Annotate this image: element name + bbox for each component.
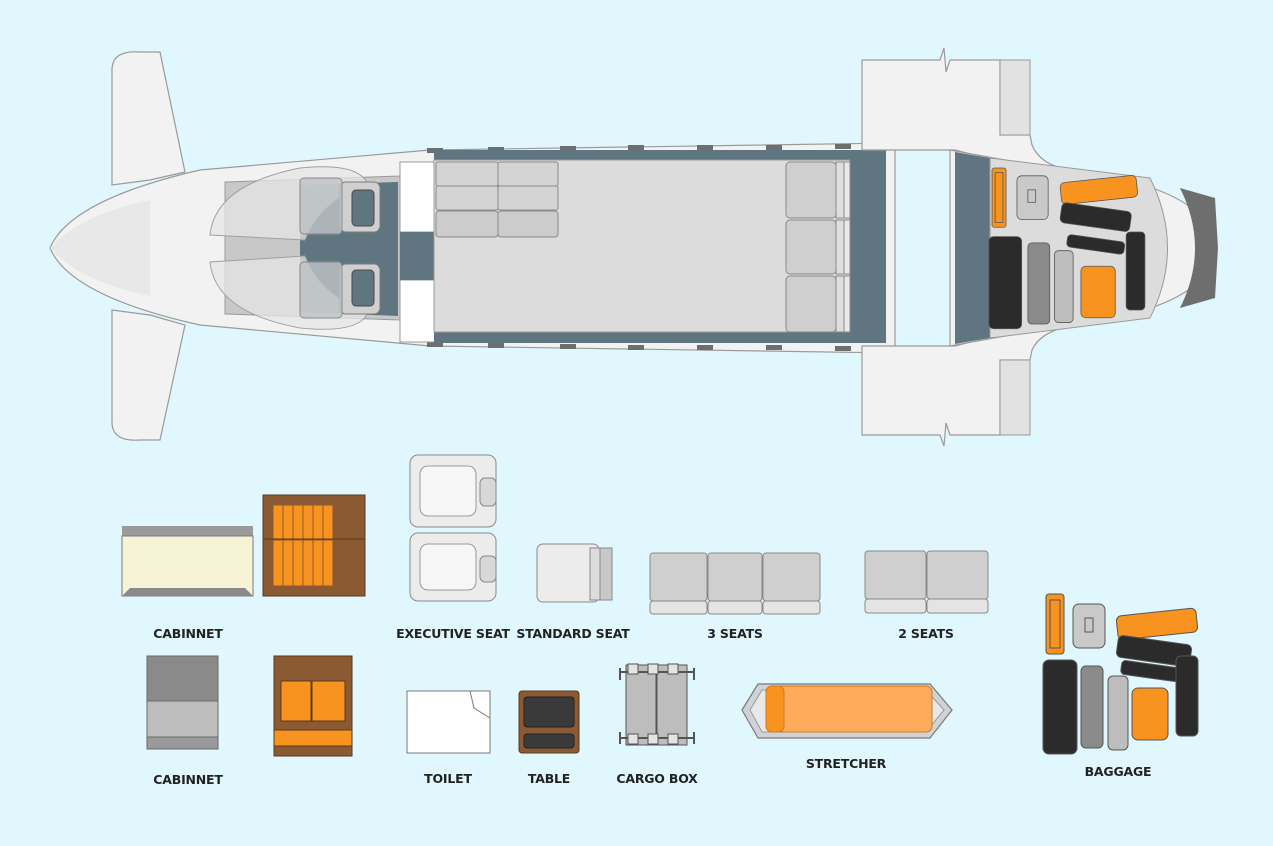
pilot-seat-1[interactable]: [299, 177, 381, 235]
nose-dark-panel: [1180, 188, 1218, 308]
label-cabinet-bottom: CABINNET: [153, 772, 223, 787]
toilet[interactable]: [406, 690, 491, 754]
tail-stabilizer-bottom: [111, 309, 186, 441]
tail-cone: [50, 200, 150, 296]
baggage-set[interactable]: [1042, 593, 1199, 755]
label-three-seats: 3 SEATS: [707, 626, 763, 641]
cabinet-cream[interactable]: [121, 526, 254, 597]
label-two-seats: 2 SEATS: [898, 626, 954, 641]
aileron-lower: [999, 359, 1031, 436]
label-executive-seat: EXECUTIVE SEAT: [396, 626, 510, 641]
two-seat-bench[interactable]: [864, 550, 989, 614]
cabinet-grey[interactable]: [146, 655, 219, 750]
cabin-cabinets[interactable]: [435, 161, 559, 238]
cabinet-wood-slats[interactable]: [262, 494, 366, 597]
baggage-in-aircraft[interactable]: [988, 167, 1146, 330]
label-cabinet-top: CABINNET: [153, 626, 223, 641]
standard-seat[interactable]: [536, 543, 613, 603]
cabinet-wood-doors[interactable]: [273, 655, 353, 757]
aisle-dark: [400, 232, 434, 280]
galley-upper: [399, 161, 435, 233]
pilot-seat-2[interactable]: [299, 261, 381, 319]
label-toilet: TOILET: [424, 771, 472, 786]
aircraft-plan-view: [49, 47, 1218, 447]
label-cargo-box: CARGO BOX: [616, 771, 698, 786]
executive-seat-1[interactable]: [409, 454, 497, 528]
aileron-upper: [999, 59, 1031, 136]
table[interactable]: [518, 690, 580, 754]
label-table: TABLE: [527, 771, 571, 786]
tail-stabilizer-top: [111, 51, 186, 186]
cabin-bulkhead-right: [850, 150, 886, 343]
label-standard-seat: STANDARD SEAT: [516, 626, 630, 641]
three-seat-bench[interactable]: [649, 552, 821, 615]
stretcher[interactable]: [741, 683, 953, 739]
executive-seat-2[interactable]: [409, 532, 497, 602]
cabin-bench-seats[interactable]: [785, 161, 851, 333]
label-baggage: BAGGAGE: [1084, 764, 1152, 779]
baggage-bay-frame: [955, 152, 990, 344]
cabin-windows-bottom: [427, 342, 851, 351]
cargo-box[interactable]: [619, 663, 695, 746]
label-stretcher: STRETCHER: [805, 756, 887, 771]
